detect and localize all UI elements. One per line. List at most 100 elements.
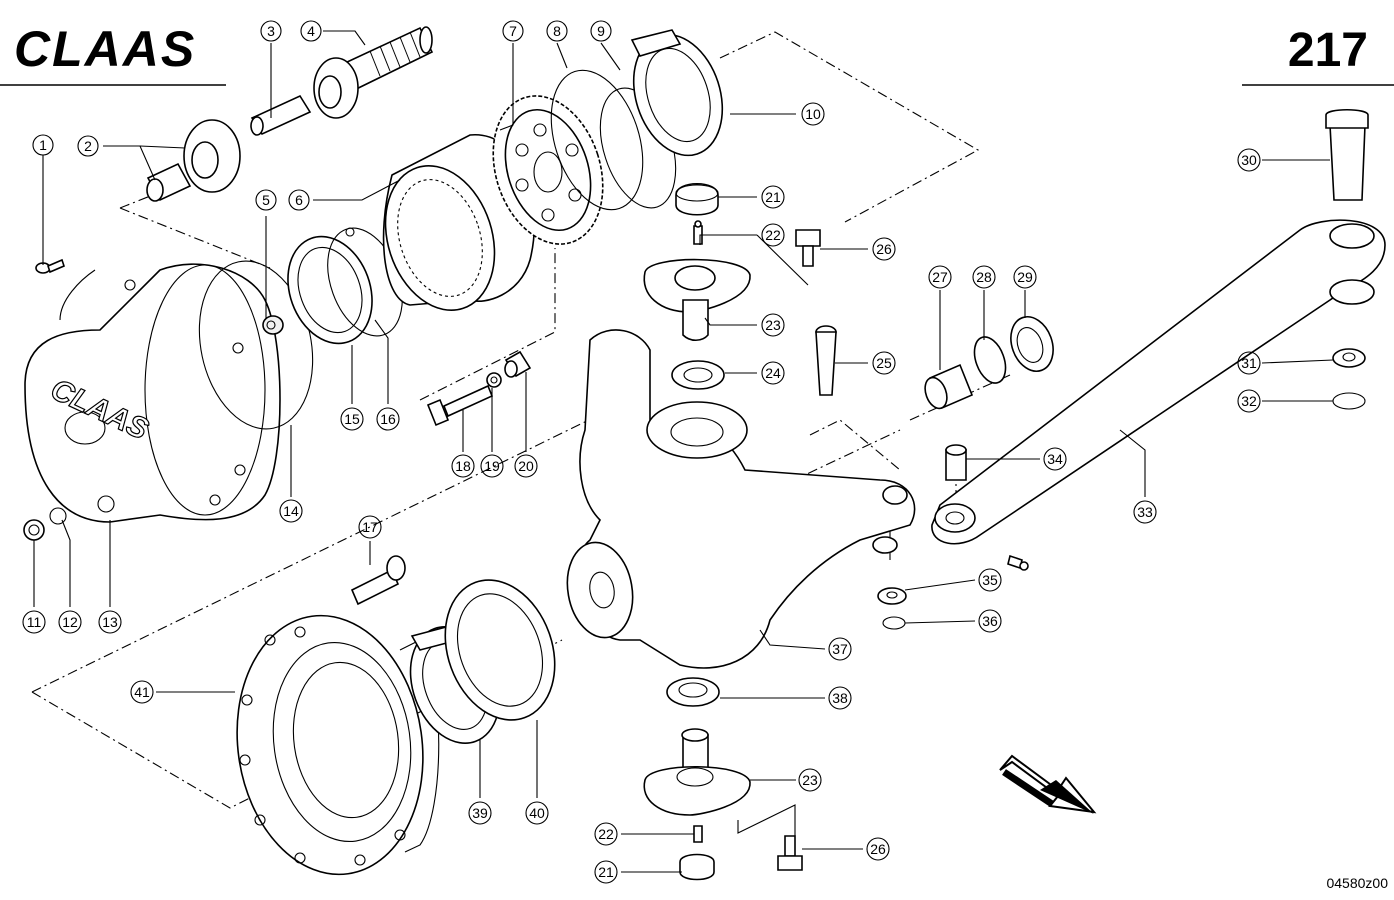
part-steering-knuckle xyxy=(566,329,916,669)
part-wheel-hub xyxy=(236,614,440,876)
part-bush-small xyxy=(262,315,284,335)
callout-40: 40 xyxy=(525,801,549,825)
svg-text:20: 20 xyxy=(518,458,534,474)
callout-20: 20 xyxy=(514,454,538,478)
svg-text:8: 8 xyxy=(553,23,561,39)
part-tie-rod-arm xyxy=(931,219,1386,545)
svg-text:16: 16 xyxy=(380,411,396,427)
svg-text:26: 26 xyxy=(870,841,886,857)
direction-arrow-icon xyxy=(999,754,1097,814)
callout-14: 14 xyxy=(279,499,303,523)
part-seal-ring xyxy=(49,507,67,525)
part-cap-lower xyxy=(679,853,715,881)
part-steering-pin xyxy=(1325,108,1369,201)
part-circlip-36 xyxy=(882,616,906,630)
callout-5: 5 xyxy=(255,189,277,211)
part-o-ring-large xyxy=(198,260,314,430)
svg-text:33: 33 xyxy=(1137,504,1153,520)
callout-39: 39 xyxy=(468,801,492,825)
callout-25: 25 xyxy=(872,351,896,375)
callout-41: 41 xyxy=(130,680,154,704)
part-small-screw xyxy=(35,258,65,274)
callout-34: 34 xyxy=(1043,447,1067,471)
part-washer-small xyxy=(486,372,502,388)
svg-text:36: 36 xyxy=(982,613,998,629)
svg-text:39: 39 xyxy=(472,805,488,821)
svg-text:1: 1 xyxy=(39,137,47,153)
svg-text:21: 21 xyxy=(765,189,781,205)
callout-36: 36 xyxy=(978,609,1002,633)
svg-text:23: 23 xyxy=(802,772,818,788)
part-bush-27 xyxy=(924,363,974,410)
callout-22-upper: 22 xyxy=(761,223,785,247)
callout-11: 11 xyxy=(22,610,46,634)
svg-text:14: 14 xyxy=(283,503,299,519)
svg-text:27: 27 xyxy=(932,269,948,285)
callout-23-lower: 23 xyxy=(798,768,822,792)
brand-logo: CLAAS xyxy=(14,21,196,77)
part-kingpin-bush-lower xyxy=(666,677,720,707)
callout-33: 33 xyxy=(1133,500,1157,524)
svg-text:30: 30 xyxy=(1241,152,1257,168)
part-ring-28 xyxy=(973,336,1007,384)
part-pin xyxy=(250,94,312,136)
svg-text:9: 9 xyxy=(597,23,605,39)
svg-text:21: 21 xyxy=(598,864,614,880)
callout-8: 8 xyxy=(546,20,568,42)
part-sleeve xyxy=(504,350,532,378)
part-ring xyxy=(287,235,373,345)
svg-text:35: 35 xyxy=(982,572,998,588)
svg-text:7: 7 xyxy=(509,23,517,39)
part-kingpin-flange-lower xyxy=(643,728,751,816)
part-wheel-stud xyxy=(350,555,406,606)
part-input-shaft xyxy=(313,26,434,119)
part-bush-29 xyxy=(1010,316,1054,372)
callout-37: 37 xyxy=(828,637,852,661)
svg-text:6: 6 xyxy=(295,192,303,208)
svg-text:13: 13 xyxy=(102,614,118,630)
svg-text:15: 15 xyxy=(344,411,360,427)
callout-2: 2 xyxy=(77,135,99,157)
svg-text:40: 40 xyxy=(529,805,545,821)
part-kingpin-flange-upper xyxy=(643,258,751,342)
part-kingpin xyxy=(815,325,837,396)
callout-13: 13 xyxy=(98,610,122,634)
svg-text:24: 24 xyxy=(765,365,781,381)
svg-text:41: 41 xyxy=(134,684,150,700)
svg-text:38: 38 xyxy=(832,690,848,706)
part-grease-nipple-tierod xyxy=(1007,554,1029,571)
svg-text:18: 18 xyxy=(455,458,471,474)
callout-22-lower: 22 xyxy=(594,822,618,846)
svg-text:4: 4 xyxy=(307,23,315,39)
drawing-reference: 04580z00 xyxy=(1326,875,1388,891)
callout-9: 9 xyxy=(590,20,612,42)
leader-lines xyxy=(33,30,1334,873)
callout-29: 29 xyxy=(1013,265,1037,289)
svg-text:32: 32 xyxy=(1241,393,1257,409)
callout-23-upper: 23 xyxy=(761,313,785,337)
svg-text:11: 11 xyxy=(27,614,42,630)
svg-text:5: 5 xyxy=(262,192,270,208)
callout-10: 10 xyxy=(801,102,825,126)
callout-26-upper: 26 xyxy=(872,237,896,261)
callout-26-lower: 26 xyxy=(866,837,890,861)
callout-21-lower: 21 xyxy=(594,860,618,884)
part-taper-bearing xyxy=(630,29,724,157)
svg-text:22: 22 xyxy=(765,227,781,243)
svg-text:10: 10 xyxy=(805,106,821,122)
svg-text:25: 25 xyxy=(876,355,892,371)
part-snap-ring xyxy=(550,69,644,211)
callout-24: 24 xyxy=(761,361,785,385)
part-grease-nipple-lower xyxy=(693,825,703,843)
svg-text:19: 19 xyxy=(484,458,500,474)
callout-28: 28 xyxy=(972,265,996,289)
callout-16: 16 xyxy=(376,407,400,431)
callout-1: 1 xyxy=(32,134,54,156)
svg-text:28: 28 xyxy=(976,269,992,285)
callout-17: 17 xyxy=(358,515,382,539)
part-cap-upper xyxy=(675,183,719,216)
svg-text:34: 34 xyxy=(1047,451,1063,467)
part-bolt-upper xyxy=(795,229,821,267)
svg-text:26: 26 xyxy=(876,241,892,257)
